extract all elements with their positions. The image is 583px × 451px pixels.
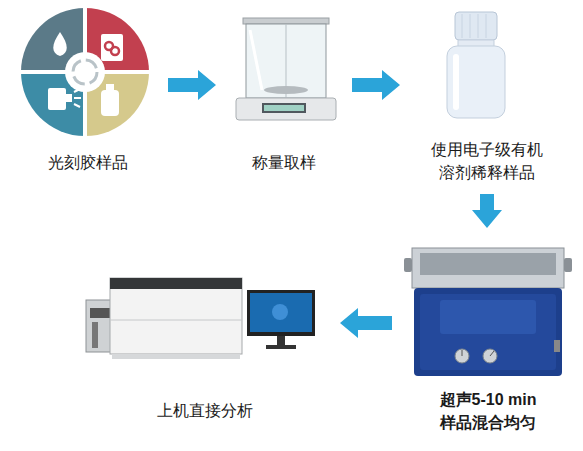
flow-arrow	[340, 308, 392, 338]
flow-arrow	[168, 70, 216, 100]
process-step: 称量取样	[226, 10, 342, 174]
balance-illustration	[236, 18, 336, 120]
process-step: 超声5-10 min 样品混合均匀	[402, 238, 574, 434]
process-step: 使用电子级有机 溶剂稀释样品	[410, 4, 564, 184]
step-label: 超声5-10 min 样品混合均匀	[433, 388, 543, 434]
step-label: 光刻胶样品	[23, 151, 153, 174]
flow-arrow	[472, 194, 502, 228]
process-step: 上机直接分析	[80, 254, 330, 422]
ultrasonic-bath	[404, 248, 572, 376]
process-step: 光刻胶样品	[18, 4, 158, 174]
instrument-illustration	[86, 278, 315, 359]
bottle-illustration	[447, 12, 505, 118]
step-label: 上机直接分析	[140, 399, 270, 422]
flow-arrow	[352, 70, 400, 100]
step-label: 称量取样	[229, 151, 339, 174]
photoresist-icon	[19, 6, 151, 138]
step-label: 使用电子级有机 溶剂稀释样品	[425, 138, 550, 184]
